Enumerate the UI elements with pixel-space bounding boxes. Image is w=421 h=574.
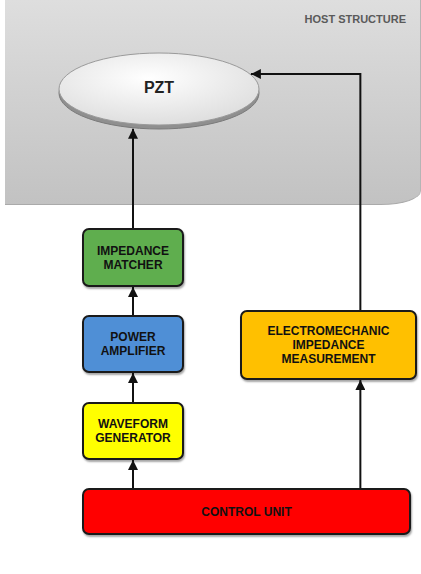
node-label: POWER AMPLIFIER (89, 330, 177, 358)
signal-arrow (132, 129, 134, 228)
power-amplifier-box: POWER AMPLIFIER (82, 315, 184, 373)
signal-arrow (132, 373, 134, 402)
impedance-matcher-box: IMPEDANCE MATCHER (82, 228, 184, 287)
signal-arrow (132, 287, 134, 315)
impedance-measurement-box: ELECTROMECHANIC IMPEDANCE MEASUREMENT (240, 310, 417, 380)
control-unit-box: CONTROL UNIT (82, 488, 411, 535)
node-label: CONTROL UNIT (201, 505, 291, 519)
node-label: IMPEDANCE MATCHER (89, 244, 177, 272)
host-structure-band: HOST STRUCTURE PZT (5, 0, 421, 205)
node-label: PZT (144, 79, 174, 97)
node-label: ELECTROMECHANIC IMPEDANCE MEASUREMENT (247, 324, 410, 366)
region-label: HOST STRUCTURE (305, 13, 406, 25)
pzt-disc: PZT (58, 50, 260, 130)
waveform-generator-box: WAVEFORM GENERATOR (82, 402, 184, 460)
node-label: WAVEFORM GENERATOR (89, 417, 177, 445)
signal-arrow (359, 380, 361, 488)
signal-arrow (132, 460, 134, 488)
pzt-face (59, 53, 259, 125)
